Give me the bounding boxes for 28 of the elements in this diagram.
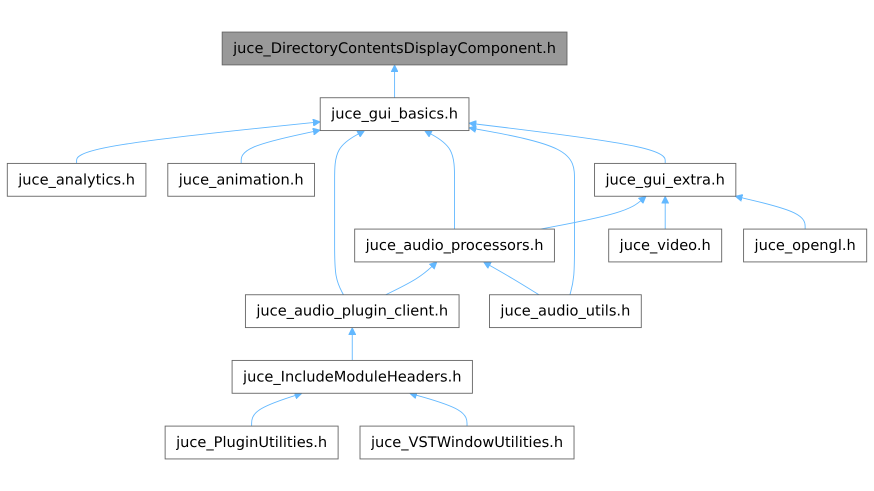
node-box: juce_IncludeModuleHeaders.h: [232, 360, 473, 394]
node-box: juce_analytics.h: [6, 162, 146, 197]
arrow: [468, 120, 666, 164]
arrow: [424, 130, 455, 230]
arrow: [240, 128, 321, 164]
node-box: juce_DirectoryContentsDisplayComponent.h: [222, 32, 568, 66]
node-box: juce_PluginUtilities.h: [164, 426, 339, 460]
node-box: juce_gui_extra.h: [594, 162, 736, 197]
node-box: juce_gui_basics.h: [320, 97, 470, 132]
node-box: juce_opengl.h: [743, 228, 868, 262]
node-box: juce_audio_utils.h: [489, 294, 642, 328]
arrow: [385, 262, 438, 296]
arrow: [661, 196, 670, 230]
arrow: [76, 118, 321, 164]
arrow: [251, 392, 302, 427]
arrow: [390, 64, 399, 98]
node-box: juce_audio_plugin_client.h: [244, 294, 460, 328]
node-box: juce_VSTWindowUtilities.h: [360, 426, 574, 460]
arrow: [483, 262, 540, 296]
arrow: [540, 196, 646, 230]
arrow: [468, 125, 575, 296]
arrow: [348, 327, 356, 361]
arrow: [734, 194, 806, 230]
arrow: [409, 391, 468, 427]
arrow: [334, 130, 365, 296]
node-box: juce_animation.h: [167, 162, 315, 197]
node-box: juce_video.h: [608, 228, 722, 262]
node-box: juce_audio_processors.h: [354, 228, 555, 262]
